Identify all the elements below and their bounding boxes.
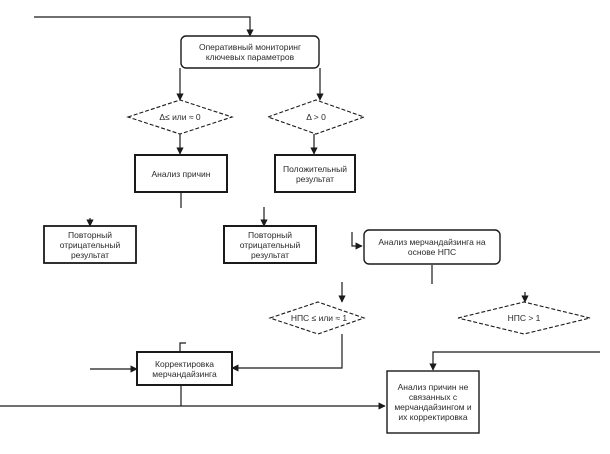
- decision-nps-low: [268, 301, 366, 335]
- repeat-negative-2-label: Повторный отрицательный результат: [239, 229, 301, 260]
- connector: [179, 342, 186, 352]
- decision-nps-high: [457, 301, 591, 335]
- cause-analysis-label: Анализ причин: [151, 168, 211, 179]
- process-other-causes: [386, 370, 480, 434]
- monitoring-label: Оперативный мониторинг ключевых параметр…: [198, 42, 302, 62]
- process-monitoring: [180, 35, 320, 69]
- decision-nps-low-label: НПС ≤ или ≈ 1: [290, 313, 348, 323]
- process-cause-analysis: [134, 154, 228, 193]
- other-causes-label: Анализ причин не связанных с мерчандайзи…: [394, 382, 472, 422]
- connector: [429, 351, 600, 371]
- connector: [231, 334, 343, 372]
- connector: [34, 16, 254, 37]
- decision-nps-high-label: НПС > 1: [507, 313, 541, 323]
- process-positive-result: [274, 154, 356, 193]
- decision-right-label: Δ > 0: [306, 112, 326, 122]
- process-merch-analysis: [363, 229, 501, 265]
- merch-correction-label: Корректировка мерчандайзинга: [152, 358, 217, 379]
- decision-right: [266, 99, 366, 135]
- process-repeat-negative-2: [223, 225, 317, 264]
- connector: [351, 232, 363, 250]
- decision-left-label: Δ≤ или ≈ 0: [159, 112, 201, 122]
- process-merch-correction: [136, 351, 233, 386]
- positive-result-label: Положительный результат: [283, 163, 347, 184]
- repeat-negative-1-label: Повторный отрицательный результат: [59, 229, 121, 260]
- process-repeat-negative-1: [43, 225, 137, 264]
- decision-left: [126, 99, 234, 135]
- merch-analysis-label: Анализ мерчандайзинга на основе НПС: [378, 237, 486, 257]
